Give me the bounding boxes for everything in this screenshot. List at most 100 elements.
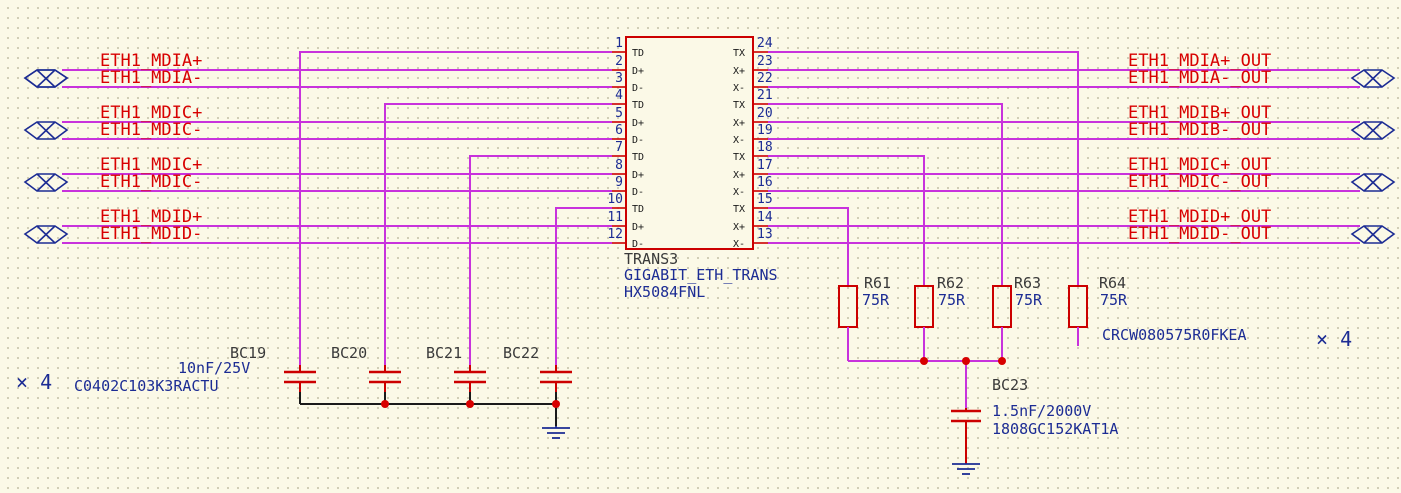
right-port-pair-d[interactable] bbox=[1350, 225, 1396, 244]
pin-name: D- bbox=[632, 135, 644, 146]
cap-value: 10nF/25V bbox=[178, 359, 250, 377]
pin-number: 8 bbox=[615, 158, 623, 173]
capacitor-ref: BC23 bbox=[992, 376, 1028, 394]
pin-name: X- bbox=[733, 83, 745, 94]
transformer-part: HX5084FNL bbox=[624, 283, 705, 301]
left-port-pair-c1[interactable] bbox=[23, 121, 69, 140]
cap-part: C0402C103K3RACTU bbox=[74, 377, 219, 395]
capacitor-ref: BC19 bbox=[230, 344, 266, 362]
pin-name: D- bbox=[632, 83, 644, 94]
pin-number: 23 bbox=[757, 54, 773, 69]
right-net-label: ETH1_MDID+_OUT bbox=[1128, 207, 1271, 227]
pin-name: TD bbox=[632, 48, 644, 59]
left-port-pair-c2[interactable] bbox=[23, 173, 69, 192]
pin-number: 6 bbox=[615, 123, 623, 138]
right-net-label: ETH1_MDIB+_OUT bbox=[1128, 103, 1271, 123]
pin-name: X- bbox=[733, 135, 745, 146]
resistor-value: 75R bbox=[938, 291, 966, 309]
cap-group-annotation: 10nF/25V C0402C103K3RACTU × 4 bbox=[16, 359, 250, 395]
pin-name: X+ bbox=[733, 66, 745, 77]
pin-number: 2 bbox=[615, 54, 623, 69]
transformer-ref: TRANS3 bbox=[624, 250, 678, 268]
left-net-label: ETH1_MDIC+ bbox=[100, 103, 202, 123]
ground-symbol bbox=[952, 463, 980, 475]
right-net-label: ETH1_MDID-_OUT bbox=[1128, 224, 1271, 244]
pin-name: TD bbox=[632, 152, 644, 163]
resistor-r62[interactable]: R62 75R bbox=[914, 274, 966, 361]
resistor-value: 75R bbox=[1100, 291, 1128, 309]
right-net-group: ETH1_MDIA+_OUT ETH1_MDIA-_OUT ETH1_MDIB+… bbox=[768, 51, 1396, 244]
pin-name: X- bbox=[733, 187, 745, 198]
pin-number: 15 bbox=[757, 192, 773, 207]
left-port-pair-a[interactable] bbox=[23, 69, 69, 88]
capacitor-ref: BC22 bbox=[503, 344, 539, 362]
resistor-ref: R64 bbox=[1099, 274, 1126, 292]
junction-dot bbox=[998, 357, 1006, 365]
pin-name: D+ bbox=[632, 66, 644, 77]
pin-name: TD bbox=[632, 100, 644, 111]
pin-number: 4 bbox=[615, 88, 623, 103]
capacitor-bc21[interactable]: BC21 bbox=[426, 344, 486, 392]
resistor-value: 75R bbox=[862, 291, 890, 309]
capacitor-bc22[interactable]: BC22 bbox=[503, 344, 572, 392]
transformer-right-pin-stubs bbox=[753, 51, 768, 244]
left-center-tap-wires bbox=[299, 51, 612, 365]
capacitor-ref: BC21 bbox=[426, 344, 462, 362]
pin-number: 20 bbox=[757, 106, 773, 121]
pin-name: D- bbox=[632, 187, 644, 198]
capacitor-bc23[interactable]: BC23 1.5nF/2000V 1808GC152KAT1A bbox=[951, 376, 1118, 464]
right-net-label: ETH1_MDIC+_OUT bbox=[1128, 155, 1271, 175]
junction-dot bbox=[920, 357, 928, 365]
resistor-ref: R61 bbox=[864, 274, 891, 292]
left-net-label: ETH1_MDID- bbox=[100, 224, 202, 244]
right-port-pair-b[interactable] bbox=[1350, 121, 1396, 140]
junction-dot bbox=[962, 357, 970, 365]
resistor-value: 75R bbox=[1015, 291, 1043, 309]
right-center-tap-wires bbox=[768, 51, 1079, 286]
pin-name: TX bbox=[733, 100, 745, 111]
right-net-label: ETH1_MDIB-_OUT bbox=[1128, 120, 1271, 140]
resistor-r64[interactable]: R64 75R bbox=[1068, 274, 1128, 346]
pin-name: X+ bbox=[733, 118, 745, 129]
capacitor-bc19[interactable]: BC19 bbox=[230, 344, 316, 392]
right-net-label: ETH1_MDIC-_OUT bbox=[1128, 172, 1271, 192]
pin-number: 14 bbox=[757, 210, 773, 225]
resistor-r61[interactable]: R61 75R bbox=[838, 274, 891, 361]
right-net-label: ETH1_MDIA-_OUT bbox=[1128, 68, 1271, 88]
right-port-pair-a[interactable] bbox=[1350, 69, 1396, 88]
left-net-label: ETH1_MDIC- bbox=[100, 172, 202, 192]
pin-name: TX bbox=[733, 204, 745, 215]
transformer-left-pin-stubs bbox=[612, 51, 626, 244]
pin-name: TX bbox=[733, 152, 745, 163]
capacitor-part: 1808GC152KAT1A bbox=[992, 420, 1118, 438]
capacitor-bc20[interactable]: BC20 bbox=[331, 344, 401, 392]
pin-number: 22 bbox=[757, 71, 773, 86]
resistor-r63[interactable]: R63 75R bbox=[992, 274, 1043, 361]
left-net-label: ETH1_MDIC+ bbox=[100, 155, 202, 175]
pin-number: 12 bbox=[607, 227, 623, 242]
pin-number: 1 bbox=[615, 36, 623, 51]
junction-dot bbox=[552, 400, 560, 408]
pin-number: 21 bbox=[757, 88, 773, 103]
ground-symbol bbox=[542, 426, 570, 439]
right-net-label: ETH1_MDIA+_OUT bbox=[1128, 51, 1271, 71]
resistor-ref: R62 bbox=[937, 274, 964, 292]
resistor-ref: R63 bbox=[1014, 274, 1041, 292]
left-port-pair-d[interactable] bbox=[23, 225, 69, 244]
right-port-pair-c[interactable] bbox=[1350, 173, 1396, 192]
resistor-part: CRCW080575R0FKEA bbox=[1102, 326, 1247, 344]
resistor-quantity: × 4 bbox=[1316, 327, 1352, 351]
resistor-common-bus bbox=[848, 357, 1006, 408]
pin-number: 9 bbox=[615, 175, 623, 190]
pin-name: TD bbox=[632, 204, 644, 215]
left-net-group: ETH1_MDIA+ ETH1_MDIA- ETH1_MDIC+ ETH1_MD… bbox=[23, 51, 612, 244]
transformer-name: GIGABIT_ETH_TRANS bbox=[624, 266, 778, 284]
left-net-label: ETH1_MDIA- bbox=[100, 68, 202, 88]
pin-name: D+ bbox=[632, 170, 644, 181]
pin-number: 7 bbox=[615, 140, 623, 155]
cap-quantity: × 4 bbox=[16, 370, 52, 394]
transformer-trans3[interactable]: 1 2 3 4 5 6 7 8 9 10 11 12 TD D+ D- TD D… bbox=[607, 36, 778, 301]
pin-number: 10 bbox=[607, 192, 623, 207]
res-group-annotation: CRCW080575R0FKEA × 4 bbox=[1102, 326, 1352, 351]
capacitor-ref: BC20 bbox=[331, 344, 367, 362]
